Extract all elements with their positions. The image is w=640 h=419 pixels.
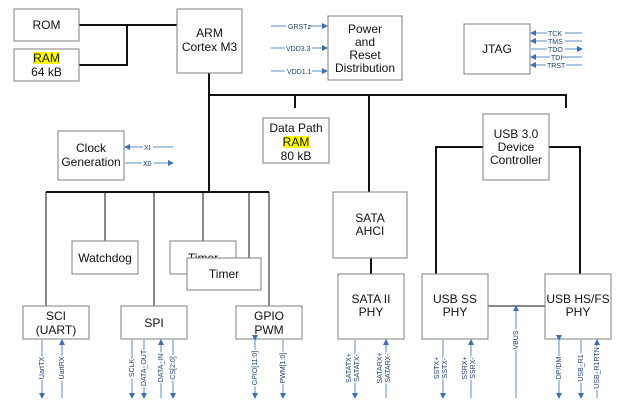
signal-label: X0 bbox=[143, 161, 152, 168]
block-label: Device bbox=[498, 140, 535, 154]
block-label: JTAG bbox=[482, 42, 512, 56]
block-watchdog: Watchdog bbox=[71, 240, 139, 275]
block-spi: SPI bbox=[120, 305, 188, 340]
block-usb-hsfs-phy: USB HS/FS PHY bbox=[544, 273, 612, 340]
signal-label: SSRX+ bbox=[462, 356, 469, 379]
block-sata-ii-phy: SATA II PHY bbox=[337, 273, 405, 340]
block-label: Controller bbox=[490, 153, 542, 167]
block-timer-front: Timer bbox=[186, 257, 262, 291]
block-size: 80 kB bbox=[281, 149, 312, 163]
signal-label: TDO bbox=[548, 47, 563, 54]
block-label: Cortex M3 bbox=[182, 40, 238, 54]
signal-label: TDI bbox=[551, 55, 562, 62]
block-label: PHY bbox=[359, 305, 384, 319]
block-label: SCI bbox=[46, 309, 66, 323]
block-label: Distribution bbox=[335, 61, 395, 75]
block-sci-uart: SCI (UART) bbox=[22, 305, 90, 340]
bus-ram-arm bbox=[79, 25, 128, 66]
block-clock-generation: Clock Generation bbox=[57, 130, 125, 181]
signal-label: VDD1.1 bbox=[287, 69, 312, 76]
block-jtag: JTAG bbox=[463, 23, 531, 75]
block-label: RAM bbox=[283, 135, 310, 149]
block-label: Watchdog bbox=[78, 251, 132, 265]
signal-label: USB_R1 bbox=[578, 354, 585, 381]
highlight-ram bbox=[33, 52, 60, 64]
block-label: GPIO bbox=[254, 309, 284, 323]
jtag-signals: TCK TMS TDO TDI TRST bbox=[530, 29, 583, 70]
block-label: SATA II bbox=[352, 292, 391, 306]
signal-label: GPIO[11:0] bbox=[252, 351, 259, 386]
block-label: USB HS/FS bbox=[546, 292, 609, 306]
block-label: USB 3.0 bbox=[494, 127, 539, 141]
block-ram-64kb: RAM 64 kB bbox=[13, 48, 80, 82]
block-label: RAM bbox=[33, 51, 60, 65]
block-label: PHY bbox=[443, 305, 468, 319]
io-signals: UartTX UartRX SCLK DATA_OUT DATA_IN CS[2:0] GP… bbox=[38, 305, 603, 399]
block-usb-ss-phy: USB SS PHY bbox=[421, 273, 489, 340]
block-gpio-pwm: GPIO PWM bbox=[235, 305, 303, 340]
block-label: Reset bbox=[349, 48, 381, 62]
signal-label: SSTX- bbox=[442, 357, 449, 378]
block-label: SATA bbox=[355, 211, 385, 225]
signal-label: SSTX+ bbox=[434, 357, 441, 379]
signal-label: VBUS bbox=[513, 330, 520, 349]
block-label: Generation bbox=[61, 155, 120, 169]
signal-label: SATATX- bbox=[354, 353, 361, 382]
block-label: Timer bbox=[209, 267, 239, 281]
power-signals: GRSTz VDD3.3 VDD1.1 bbox=[271, 22, 328, 76]
signal-label: USB_R1RTN bbox=[594, 347, 601, 389]
block-label: Power bbox=[348, 22, 382, 36]
bus-usbss bbox=[435, 146, 483, 274]
signal-label: SCLK bbox=[129, 359, 136, 378]
block-power-reset: Power and Reset Distribution bbox=[327, 15, 403, 81]
block-label: Clock bbox=[76, 141, 107, 155]
signal-label: DATA_IN bbox=[158, 354, 165, 383]
signal-label: SATARX+ bbox=[377, 352, 384, 383]
bus-usbhs bbox=[549, 146, 581, 274]
block-label: USB SS bbox=[433, 292, 477, 306]
block-rom: ROM bbox=[13, 8, 80, 42]
block-label: Data Path bbox=[269, 121, 322, 135]
signal-label: DATA_OUT bbox=[141, 349, 148, 386]
clock-signals: XI X0 bbox=[124, 143, 174, 168]
highlight-ram bbox=[283, 136, 309, 148]
block-label: and bbox=[355, 35, 375, 49]
block-label: SPI bbox=[144, 316, 163, 330]
signal-label: UartRX bbox=[59, 356, 66, 379]
block-data-path-ram: Data Path RAM 80 kB bbox=[262, 117, 330, 164]
signal-label: VDD3.3 bbox=[286, 46, 311, 53]
block-label: ARM bbox=[196, 26, 223, 40]
signal-label: UartTX bbox=[39, 357, 46, 380]
signal-label: TCK bbox=[548, 31, 562, 38]
signal-label: SATARX- bbox=[385, 353, 392, 383]
signal-label: GRSTz bbox=[288, 24, 311, 31]
block-label: PWM bbox=[254, 323, 283, 337]
main-bus bbox=[209, 94, 567, 108]
block-label: AHCI bbox=[356, 224, 385, 238]
block-label: ROM bbox=[33, 18, 61, 32]
block-sata-ahci: SATA AHCI bbox=[332, 191, 408, 259]
block-label: PHY bbox=[566, 305, 591, 319]
signal-label: SSRX- bbox=[470, 357, 477, 379]
block-arm-cortex-m3: ARM Cortex M3 bbox=[176, 8, 243, 74]
signal-label: SATATX+ bbox=[346, 353, 353, 383]
signal-label: CS[2:0] bbox=[170, 356, 177, 379]
signal-label: TMS bbox=[548, 39, 563, 46]
signal-label: XI bbox=[144, 145, 151, 152]
block-label: (UART) bbox=[36, 323, 76, 337]
signal-label: DP/DM bbox=[556, 357, 563, 380]
block-size: 64 kB bbox=[31, 65, 62, 79]
signal-label: PWM[1:0] bbox=[280, 353, 287, 384]
signal-label: TRST bbox=[547, 63, 566, 70]
block-usb3-device-controller: USB 3.0 Device Controller bbox=[482, 113, 550, 181]
bus-lines bbox=[45, 24, 581, 307]
